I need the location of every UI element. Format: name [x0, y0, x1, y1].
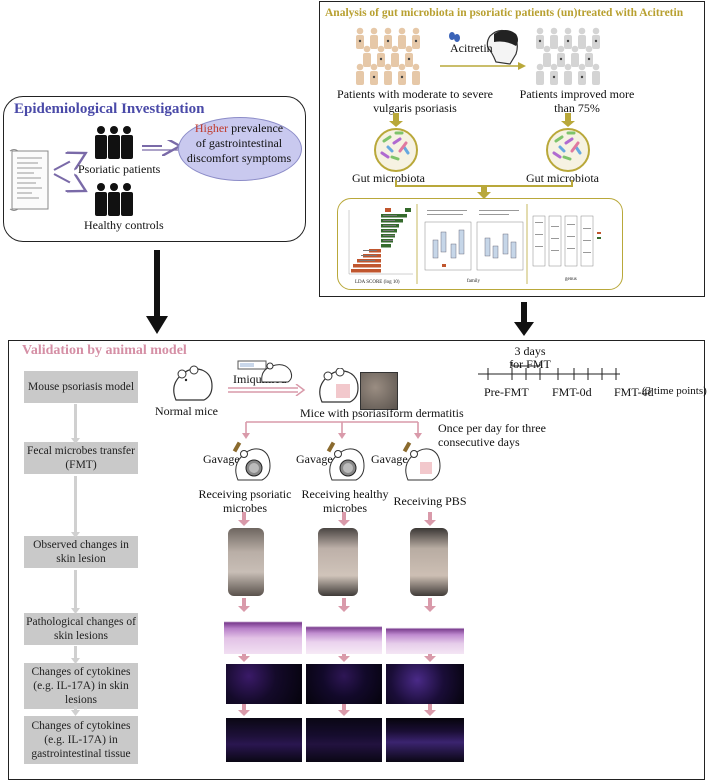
gavage-mouse-1: [232, 441, 271, 481]
group2-line2: microbes: [323, 501, 367, 515]
animal-title: Validation by animal model: [22, 343, 187, 358]
fluor-gi-2: [306, 718, 382, 762]
result-line2: of gastrointestinal: [195, 136, 283, 150]
once-line2: consecutive days: [438, 435, 520, 449]
family-axis-label: family: [467, 279, 481, 284]
fmt-timeline: [478, 362, 620, 380]
result-text: Higher prevalence of gastrointestinal di…: [178, 121, 300, 166]
timeline-for-text: for FMT: [509, 357, 551, 371]
psoriatic-patients-label: Psoriatic patients: [78, 162, 161, 176]
gavage-label-1: Gavage: [203, 452, 240, 466]
patients-after-line1: Patients improved more: [519, 87, 635, 101]
epidemiology-title: Epidemiological Investigation: [14, 101, 205, 117]
histology-3: [386, 614, 464, 654]
tp-pre: Pre-FMT: [484, 385, 529, 399]
acitretin-label: Acitretin: [450, 41, 493, 55]
timeline-days: 3 days for FMT: [500, 345, 560, 371]
epi-arrows: [53, 140, 310, 210]
tp-4: FMT-4d: [614, 385, 654, 399]
gavage-label-3: Gavage: [371, 452, 408, 466]
fluor-gi-3: [386, 718, 464, 762]
dermatitis-mouse-icon: [319, 368, 359, 403]
group1-line2: microbes: [223, 501, 267, 515]
once-per-day-note: Once per day for three consecutive days: [438, 421, 546, 449]
stage-fmt: Fecal microbes transfer (FMT): [24, 442, 138, 474]
result-line3: discomfort symptoms: [186, 151, 292, 165]
stage-skin-lesion: Observed changes in skin lesion: [24, 536, 138, 568]
normal-mouse-icon: [173, 365, 213, 401]
imiquimod-tube-icon: [237, 360, 267, 370]
patients-before-line2: vulgaris psoriasis: [373, 101, 457, 115]
arrow-left-down: [146, 250, 168, 334]
gavage-mouse-2: [326, 441, 365, 481]
microbiota-circles: [374, 113, 590, 172]
lesion-photo-1: [228, 528, 264, 596]
psoriatic-patients-icon: [95, 126, 133, 159]
epidemiology-panel: [3, 96, 306, 242]
patients-before-label: Patients with moderate to severe vulgari…: [330, 87, 500, 115]
lesion-photo-3: [410, 528, 448, 596]
higher-word: Higher: [194, 121, 229, 135]
merge-connector: [395, 180, 573, 199]
group3-label: Receiving PBS: [393, 494, 467, 508]
patients-after-line2: than 75%: [554, 101, 600, 115]
group2-label: Receiving healthy microbes: [292, 487, 398, 515]
stage-mouse-model: Mouse psoriasis model: [24, 371, 138, 403]
lda-axis-label: LDA SCORE (log 10): [355, 280, 400, 285]
timeline-days-text: 3 days: [514, 344, 546, 358]
gut-panel: [319, 1, 705, 297]
fluor-skin-1: [226, 664, 302, 704]
lesion-photo-top: [360, 372, 398, 410]
questionnaire-icon: [9, 149, 49, 211]
lesion-photo-2: [318, 528, 358, 596]
genus-axis-label: genus: [565, 277, 577, 282]
animal-panel: [8, 340, 705, 780]
patients-before-crowd: [356, 27, 420, 85]
tp-note: (3 time points): [642, 385, 707, 397]
patients-before-line1: Patients with moderate to severe: [337, 87, 493, 101]
normal-mice-label: Normal mice: [155, 404, 218, 418]
results-figure: LDA SCORE (log 10) family genus: [348, 204, 601, 285]
stage-cytokines-gi: Changes of cytokines (e.g. IL-17A) in ga…: [24, 716, 138, 764]
result-line1: prevalence: [231, 121, 284, 135]
microbiota-right-label: Gut microbiota: [526, 171, 599, 185]
histology-1: [224, 614, 302, 654]
gavage-mouse-3: [402, 441, 441, 481]
distribution-arrows: [242, 421, 422, 439]
fluor-skin-3: [386, 664, 464, 704]
once-line1: Once per day for three: [438, 421, 546, 435]
healthy-controls-icon: [95, 183, 133, 216]
gavage-label-2: Gavage: [296, 452, 333, 466]
acitretin-icon: [440, 29, 526, 70]
healthy-controls-label: Healthy controls: [84, 218, 164, 232]
group1-label: Receiving psoriatic microbes: [190, 487, 300, 515]
stage-connectors: [71, 404, 80, 716]
fluor-skin-2: [306, 664, 382, 704]
group2-line1: Receiving healthy: [301, 487, 389, 501]
imiquimod-arrow: [228, 384, 306, 396]
group1-line1: Receiving psoriatic: [198, 487, 292, 501]
stage-pathology: Pathological changes of skin lesions: [24, 613, 138, 645]
tp-0: FMT-0d: [552, 385, 592, 399]
gut-title: Analysis of gut microbiota in psoriatic …: [325, 7, 684, 19]
patients-after-crowd: [536, 27, 600, 85]
microbiota-left-label: Gut microbiota: [352, 171, 425, 185]
arrow-right-down: [514, 302, 534, 336]
treated-mouse-top-icon: [261, 362, 293, 383]
stage-cytokines-skin: Changes of cytokines (e.g. IL-17A) in sk…: [24, 663, 138, 709]
fluor-gi-1: [226, 718, 302, 762]
result-oval: [178, 117, 302, 181]
dermatitis-label: Mice with psoriasiform dermatitis: [300, 406, 464, 420]
patients-after-label: Patients improved more than 75%: [512, 87, 642, 115]
histology-2: [306, 614, 382, 654]
